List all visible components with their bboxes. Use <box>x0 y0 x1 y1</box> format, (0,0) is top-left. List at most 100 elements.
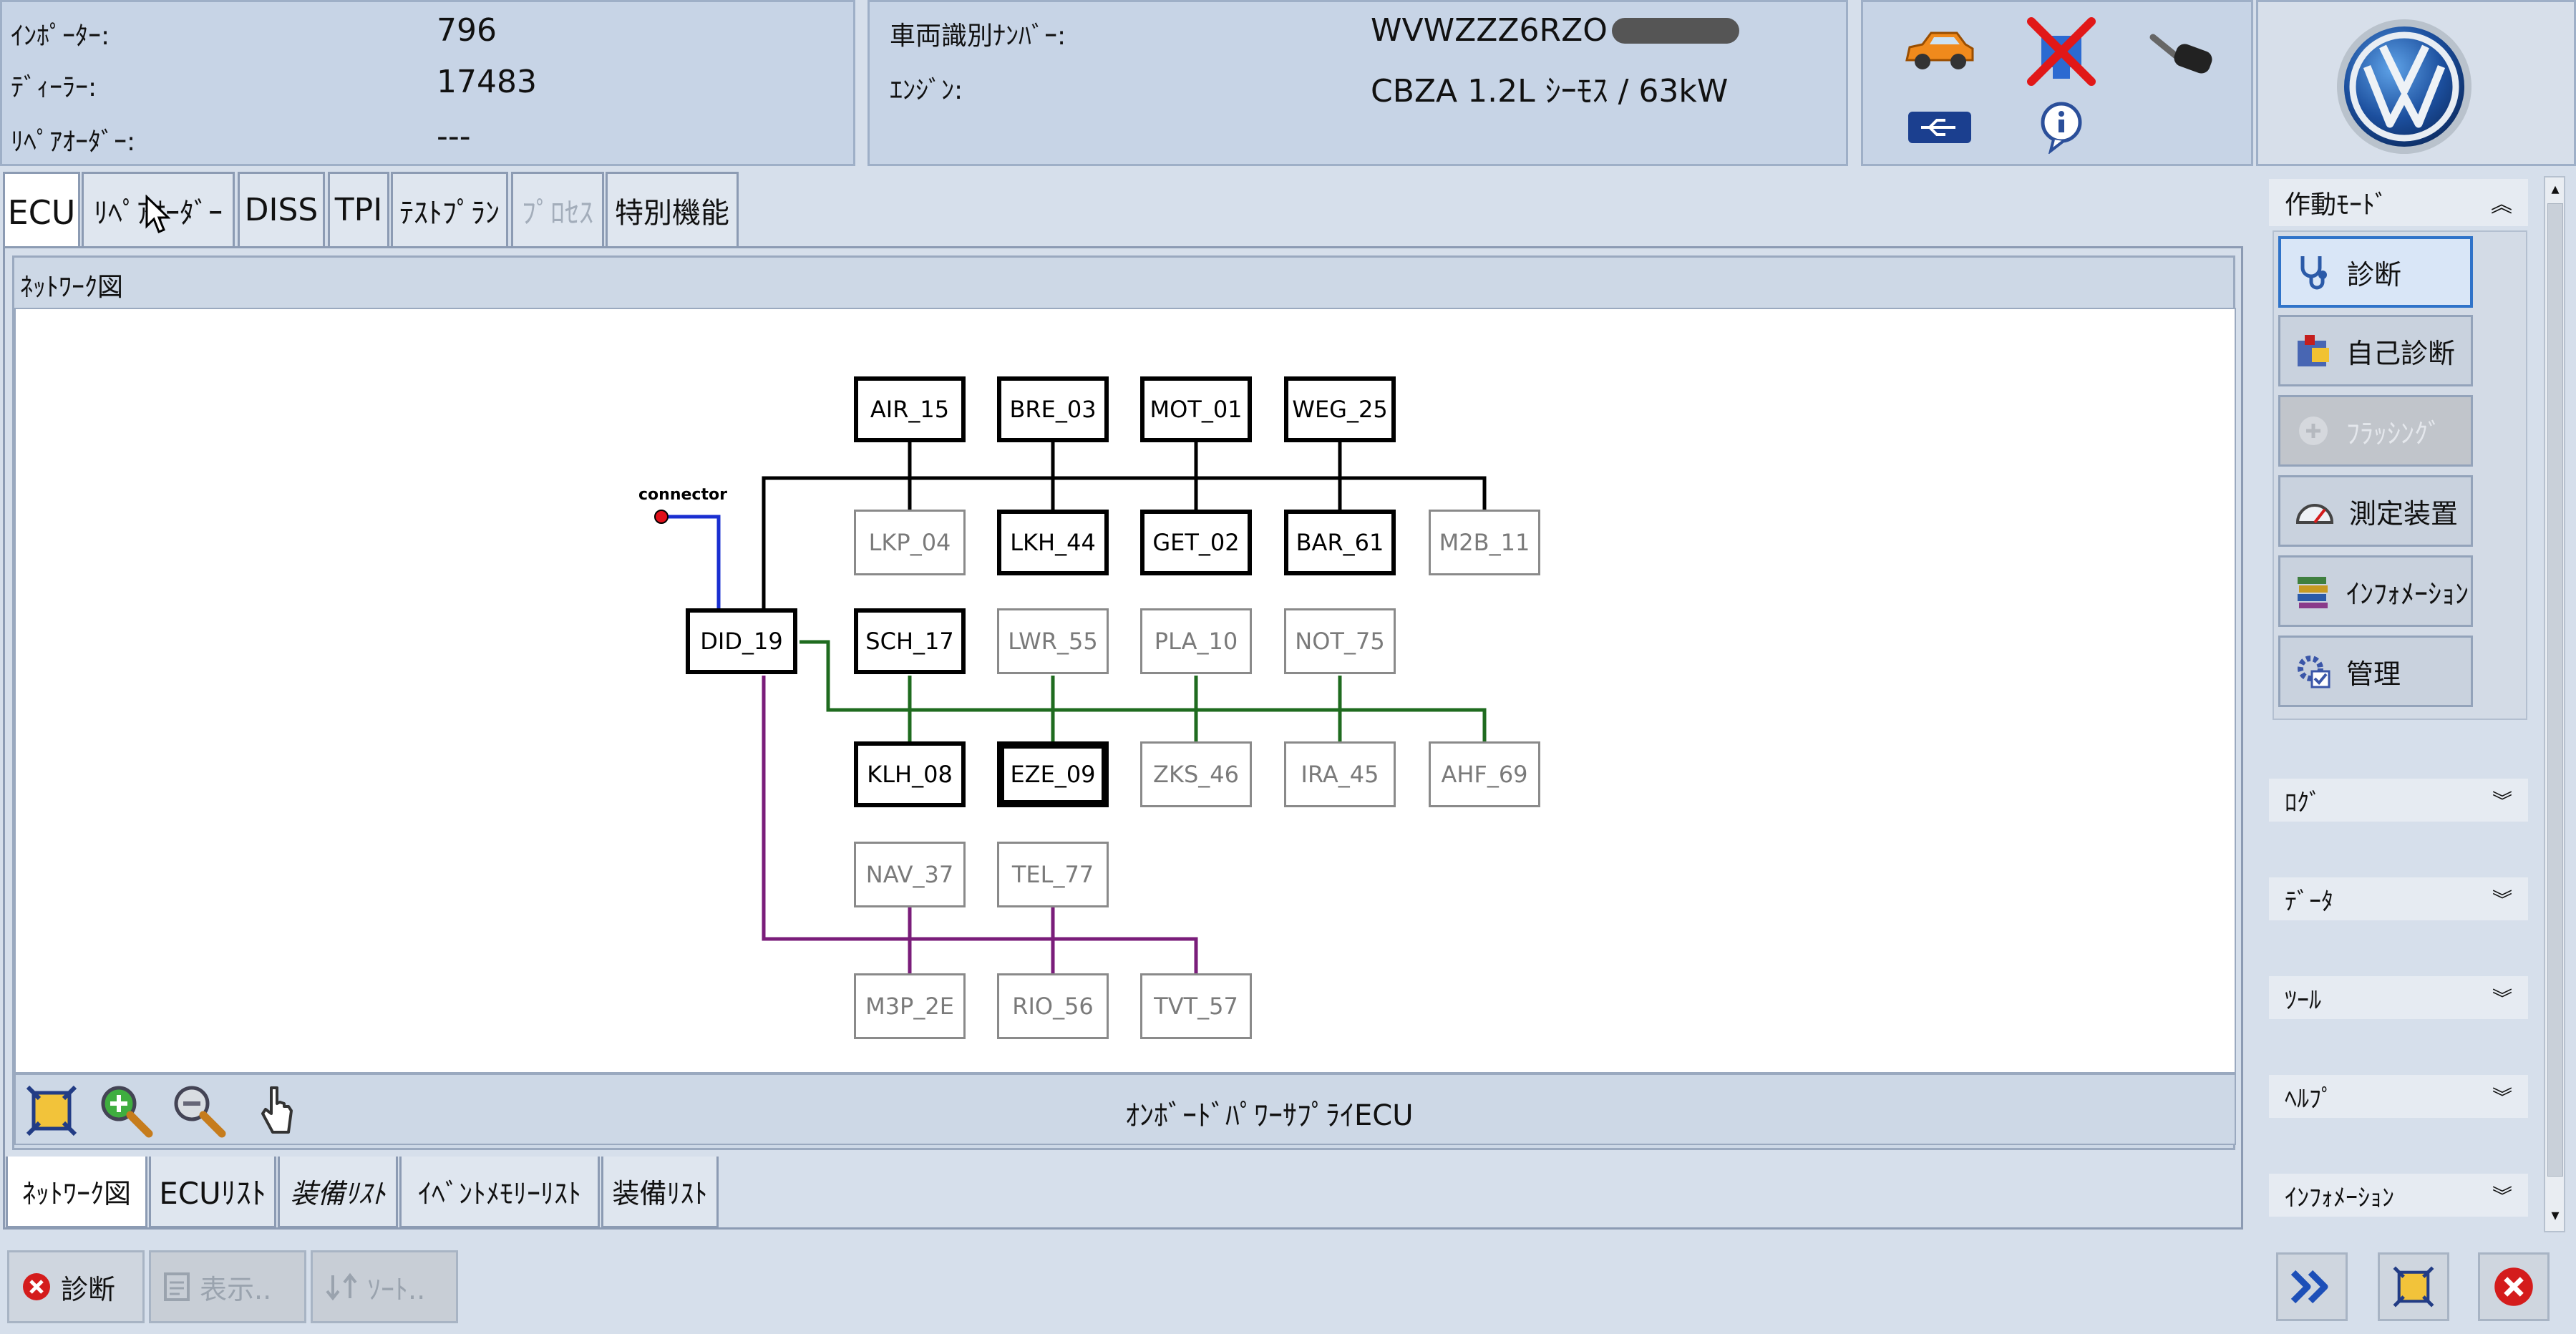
mode-self-diagnosis-button[interactable]: 自己診断 <box>2278 315 2473 386</box>
purple-bus <box>762 676 1198 973</box>
mode-information-label: ｲﾝﾌｫﾒｰｼｮﾝ <box>2346 578 2469 610</box>
network-section-title: ﾈｯﾄﾜｰｸ図 <box>20 273 124 302</box>
chevron-down-icon: ︾ <box>2492 1086 2512 1109</box>
section-log-label: ﾛｸﾞ <box>2285 788 2321 817</box>
bottom-tab-network-diagram[interactable]: ﾈｯﾄﾜｰｸ図 <box>6 1157 147 1228</box>
operating-mode-header[interactable]: 作動ﾓｰﾄﾞ ︽ <box>2269 179 2528 226</box>
ecu-node-tel-77[interactable]: TEL_77 <box>997 842 1109 907</box>
importer-value: 796 <box>437 12 497 49</box>
mode-admin-label: 管理 <box>2346 658 2401 690</box>
ecu-node-air-15[interactable]: AIR_15 <box>854 376 966 442</box>
sidebar-section-help[interactable]: ﾍﾙﾌﾟ ︾ <box>2269 1075 2528 1118</box>
info-icon[interactable] <box>2022 98 2101 155</box>
ecu-node-bar-61[interactable]: BAR_61 <box>1284 510 1396 575</box>
ecu-node-pla-10[interactable]: PLA_10 <box>1140 608 1252 674</box>
fit-window-button[interactable] <box>2378 1252 2449 1321</box>
ecu-node-get-02[interactable]: GET_02 <box>1140 510 1252 575</box>
ecu-node-tvt-57[interactable]: TVT_57 <box>1140 973 1252 1039</box>
vin-label: 車両識別ﾅﾝﾊﾞｰ: <box>890 21 1066 51</box>
ecu-node-eze-09[interactable]: EZE_09 <box>997 741 1109 807</box>
ecu-node-did-19[interactable]: DID_19 <box>686 608 797 674</box>
diagram-toolbar: ｵﾝﾎﾞｰﾄﾞﾊﾟﾜｰｻﾌﾟﾗｲECU <box>14 1073 2236 1145</box>
zoom-in-icon[interactable] <box>96 1081 156 1141</box>
importer-label: ｲﾝﾎﾟｰﾀｰ: <box>11 21 110 51</box>
vw-logo-icon <box>2333 15 2476 158</box>
mode-information-button[interactable]: ｲﾝﾌｫﾒｰｼｮﾝ <box>2278 555 2473 627</box>
pan-hand-icon[interactable] <box>252 1081 302 1141</box>
ecu-node-zks-46[interactable]: ZKS_46 <box>1140 741 1252 807</box>
black-bus <box>762 442 1487 642</box>
gauge-icon <box>2293 495 2336 527</box>
close-circle-icon <box>21 1271 52 1303</box>
mode-diagnose-button[interactable]: 診断 <box>2278 236 2473 308</box>
ecu-node-not-75[interactable]: NOT_75 <box>1284 608 1396 674</box>
sidebar-section-information[interactable]: ｲﾝﾌｫﾒｰｼｮﾝ ︾ <box>2269 1174 2528 1217</box>
scroll-up-arrow-icon[interactable]: ▴ <box>2551 180 2560 198</box>
ecu-node-m2b-11[interactable]: M2B_11 <box>1429 510 1540 575</box>
bottom-tab-ecu-list[interactable]: ECUﾘｽﾄ <box>149 1157 276 1228</box>
chevron-down-icon: ︾ <box>2492 789 2512 813</box>
sidebar-section-tools[interactable]: ﾂｰﾙ ︾ <box>2269 976 2528 1019</box>
fit-to-window-icon[interactable] <box>23 1082 80 1139</box>
books-icon <box>2293 571 2333 611</box>
ecu-node-lkh-44[interactable]: LKH_44 <box>997 510 1109 575</box>
ecu-node-lkp-04[interactable]: LKP_04 <box>854 510 966 575</box>
document-icon <box>162 1271 191 1303</box>
ecu-node-rio-56[interactable]: RIO_56 <box>997 973 1109 1039</box>
mouse-cursor-icon <box>145 194 173 238</box>
ecu-node-mot-01[interactable]: MOT_01 <box>1140 376 1252 442</box>
vin-redacted-mask <box>1611 17 1739 44</box>
ecu-node-bre-03[interactable]: BRE_03 <box>997 376 1109 442</box>
vehicle-icon[interactable] <box>1900 22 1979 79</box>
sidebar-scrollbar[interactable]: ▴ ▾ <box>2544 176 2565 1232</box>
ecu-node-weg-25[interactable]: WEG_25 <box>1284 376 1396 442</box>
usb-icon[interactable] <box>1900 102 1979 152</box>
tab-diss[interactable]: DISS <box>238 172 325 246</box>
stethoscope-icon <box>2294 252 2334 292</box>
tab-tpi[interactable]: TPI <box>328 172 389 246</box>
key-icon[interactable] <box>2144 24 2222 81</box>
chevron-up-icon: ︽ <box>2491 193 2512 218</box>
tab-test-plan[interactable]: ﾃｽﾄﾌﾟﾗﾝ <box>391 172 508 246</box>
vehicle-info-panel: 車両識別ﾅﾝﾊﾞｰ: WVWZZZ6RZO ｴﾝｼﾞﾝ: CBZA 1.2L ｼ… <box>867 0 1848 166</box>
show-button-label: 表示.. <box>200 1273 272 1305</box>
section-tools-label: ﾂｰﾙ <box>2285 985 2321 1015</box>
exit-button[interactable] <box>2478 1252 2550 1321</box>
bottom-tab-equipment-list-italic[interactable]: 装備ﾘｽﾄ <box>278 1157 398 1228</box>
ecu-node-nav-37[interactable]: NAV_37 <box>854 842 966 907</box>
sidebar-section-log[interactable]: ﾛｸﾞ ︾ <box>2269 779 2528 822</box>
bottom-tab-equipment-list[interactable]: 装備ﾘｽﾄ <box>601 1157 719 1228</box>
ecu-node-ira-45[interactable]: IRA_45 <box>1284 741 1396 807</box>
section-help-label: ﾍﾙﾌﾟ <box>2285 1084 2333 1114</box>
mode-admin-button[interactable]: 管理 <box>2278 636 2473 707</box>
chevron-down-icon: ︾ <box>2492 1184 2512 1208</box>
ecu-node-lwr-55[interactable]: LWR_55 <box>997 608 1109 674</box>
zoom-out-icon[interactable] <box>169 1081 229 1141</box>
ecu-node-sch-17[interactable]: SCH_17 <box>854 608 966 674</box>
ecu-node-m3p-2e[interactable]: M3P_2E <box>854 973 966 1039</box>
connector-line <box>661 515 721 608</box>
mode-measuring-device-label: 測定装置 <box>2349 497 2459 530</box>
ecu-node-ahf-69[interactable]: AHF_69 <box>1429 741 1540 807</box>
mode-self-diagnosis-label: 自己診断 <box>2346 337 2456 369</box>
connector-point <box>654 510 669 524</box>
logo-panel <box>2256 0 2576 166</box>
operating-mode-title: 作動ﾓｰﾄﾞ <box>2285 190 2388 220</box>
engine-label: ｴﾝｼﾞﾝ: <box>890 76 963 105</box>
fit-to-window-icon <box>2393 1266 2434 1308</box>
self-diagnosis-icon <box>2293 331 2333 371</box>
bottom-tab-event-memory-list[interactable]: ｲﾍﾞﾝﾄﾒﾓﾘｰﾘｽﾄ <box>399 1157 600 1228</box>
tab-ecu[interactable]: ECU <box>3 172 80 250</box>
no-connection-icon[interactable] <box>2022 12 2101 91</box>
forward-button[interactable] <box>2276 1252 2348 1321</box>
green-bus <box>799 640 1487 741</box>
ecu-node-klh-08[interactable]: KLH_08 <box>854 741 966 807</box>
scroll-down-arrow-icon[interactable]: ▾ <box>2551 1207 2560 1225</box>
diagnose-button[interactable]: 診断 <box>7 1250 145 1323</box>
header-info-panel: ｲﾝﾎﾟｰﾀｰ: 796 ﾃﾞｨｰﾗｰ: 17483 ﾘﾍﾟｱｵｰﾀﾞｰ: --… <box>0 0 855 166</box>
tab-special-functions[interactable]: 特別機能 <box>606 172 739 246</box>
scrollbar-thumb[interactable] <box>2547 203 2563 1177</box>
mode-measuring-device-button[interactable]: 測定装置 <box>2278 475 2473 547</box>
sidebar-section-data[interactable]: ﾃﾞｰﾀ ︾ <box>2269 877 2528 920</box>
